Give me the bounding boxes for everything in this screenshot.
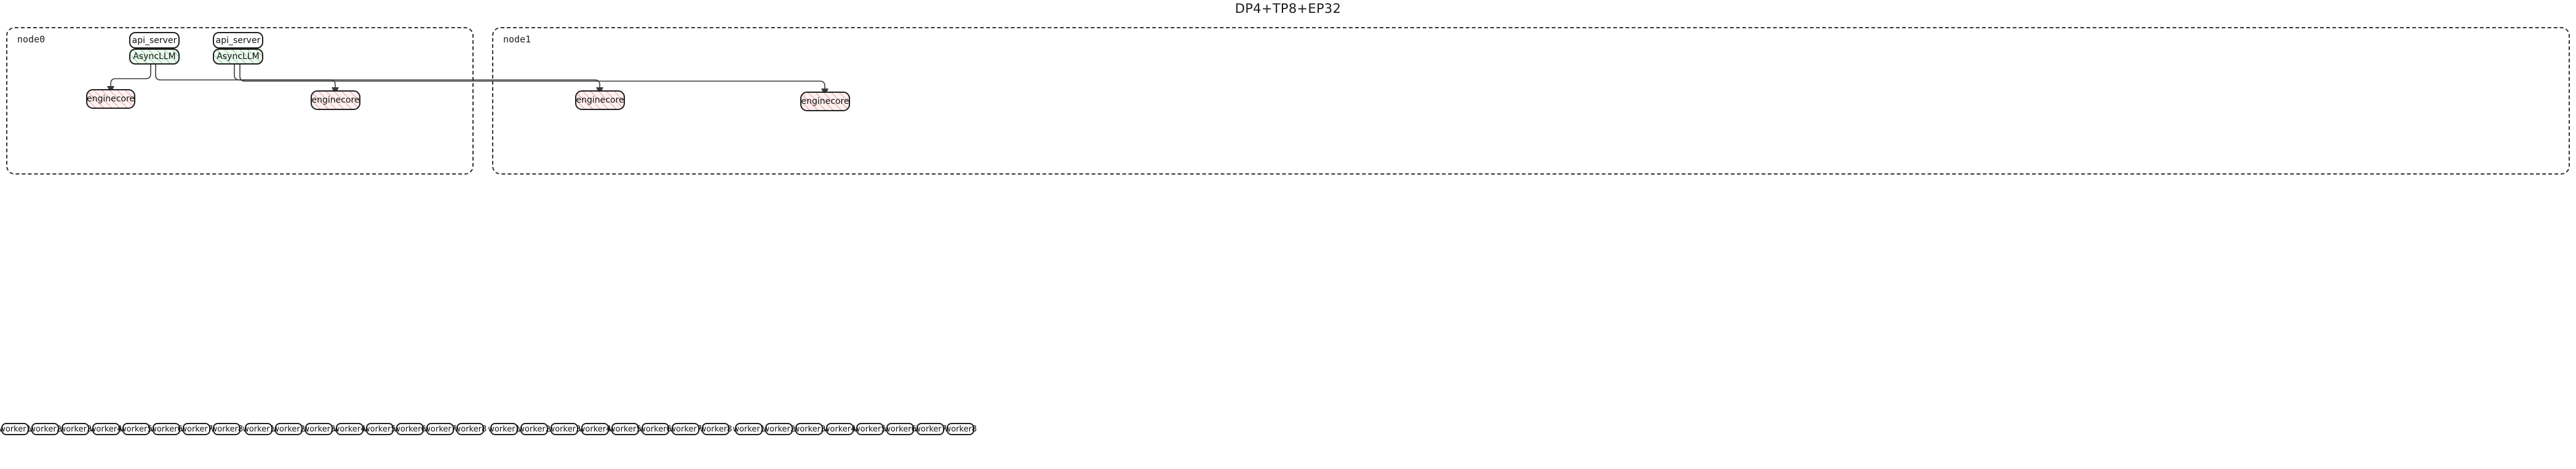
node-label: worker1 [0,424,31,434]
node-worker[interactable]: worker3 [548,423,581,435]
cluster-node1: node1 [492,27,2570,175]
node-label: worker7 [424,424,456,434]
node-label: worker2 [518,424,551,434]
node-worker[interactable]: worker3 [59,423,92,435]
node-worker[interactable]: worker4 [823,423,856,435]
node-worker[interactable]: worker2 [518,423,551,435]
node-worker[interactable]: worker7 [914,423,947,435]
node-worker[interactable]: worker2 [272,423,305,435]
node-label: enginecore [576,95,624,105]
node-label: AsyncLLM [217,52,260,61]
node-enginecore-0[interactable]: enginecore [86,89,135,109]
node-worker[interactable]: worker2 [763,423,795,435]
node-label: worker4 [89,424,122,434]
node-label: worker1 [488,424,520,434]
node-worker[interactable]: worker7 [180,423,213,435]
node-enginecore-1[interactable]: enginecore [311,90,360,110]
node-label: worker3 [59,424,92,434]
node-worker[interactable]: worker6 [150,423,183,435]
node-label: worker7 [180,424,213,434]
node-label: worker3 [303,424,336,434]
node-worker[interactable]: worker6 [639,423,672,435]
page-title: DP4+TP8+EP32 [1234,1,1342,16]
node-label: worker7 [914,424,947,434]
node-worker[interactable]: worker3 [793,423,826,435]
node-label: enginecore [86,94,135,104]
node-api-server-0[interactable]: api_server [129,32,180,49]
node-label: worker6 [639,424,672,434]
node-worker[interactable]: worker1 [242,423,275,435]
node-label: worker4 [823,424,856,434]
node-label: worker6 [884,424,916,434]
node-worker[interactable]: worker4 [89,423,122,435]
node-label: worker5 [609,424,642,434]
node-label: worker8 [454,424,487,434]
node-worker[interactable]: worker8 [700,423,732,435]
node-label: worker6 [394,424,426,434]
node-worker[interactable]: worker3 [303,423,336,435]
node-worker[interactable]: worker7 [669,423,702,435]
node-api-server-1[interactable]: api_server [213,32,263,49]
node-label: worker3 [548,424,581,434]
node-worker[interactable]: worker5 [120,423,153,435]
node-label: worker1 [242,424,275,434]
node-worker[interactable]: worker8 [944,423,977,435]
node-worker[interactable]: worker6 [394,423,426,435]
node-label: worker5 [364,424,396,434]
node-worker[interactable]: worker2 [29,423,62,435]
node-worker[interactable]: worker6 [884,423,916,435]
node-worker[interactable]: worker4 [578,423,611,435]
cluster-label-node0: node0 [17,34,46,45]
node-worker[interactable]: worker4 [333,423,366,435]
cluster-label-node1: node1 [503,34,531,45]
cluster-node0: node0 [6,27,474,175]
node-label: worker3 [793,424,826,434]
node-enginecore-3[interactable]: enginecore [800,92,850,111]
node-label: worker6 [150,424,183,434]
node-worker[interactable]: worker1 [0,423,31,435]
node-label: worker2 [763,424,795,434]
node-label: api_server [132,35,177,45]
node-label: worker2 [29,424,62,434]
node-label: worker4 [333,424,366,434]
node-label: worker7 [669,424,702,434]
node-worker[interactable]: worker1 [488,423,520,435]
node-asyncllm-1[interactable]: AsyncLLM [213,49,263,65]
node-label: worker5 [120,424,153,434]
node-worker[interactable]: worker8 [454,423,487,435]
node-worker[interactable]: worker5 [364,423,396,435]
node-label: worker2 [272,424,305,434]
node-label: worker1 [733,424,765,434]
node-worker[interactable]: worker5 [609,423,642,435]
node-label: worker8 [210,424,244,434]
node-worker[interactable]: worker1 [733,423,765,435]
node-worker[interactable]: worker5 [854,423,886,435]
node-worker[interactable]: worker8 [210,423,244,435]
node-label: worker4 [578,424,611,434]
node-label: worker5 [854,424,886,434]
node-asyncllm-0[interactable]: AsyncLLM [129,49,180,65]
node-label: enginecore [801,97,849,106]
node-enginecore-2[interactable]: enginecore [575,90,625,110]
node-label: worker8 [699,424,733,434]
node-label: worker8 [944,424,977,434]
node-label: AsyncLLM [133,52,176,61]
node-label: enginecore [311,95,360,105]
node-label: api_server [215,35,261,45]
node-worker[interactable]: worker7 [424,423,456,435]
